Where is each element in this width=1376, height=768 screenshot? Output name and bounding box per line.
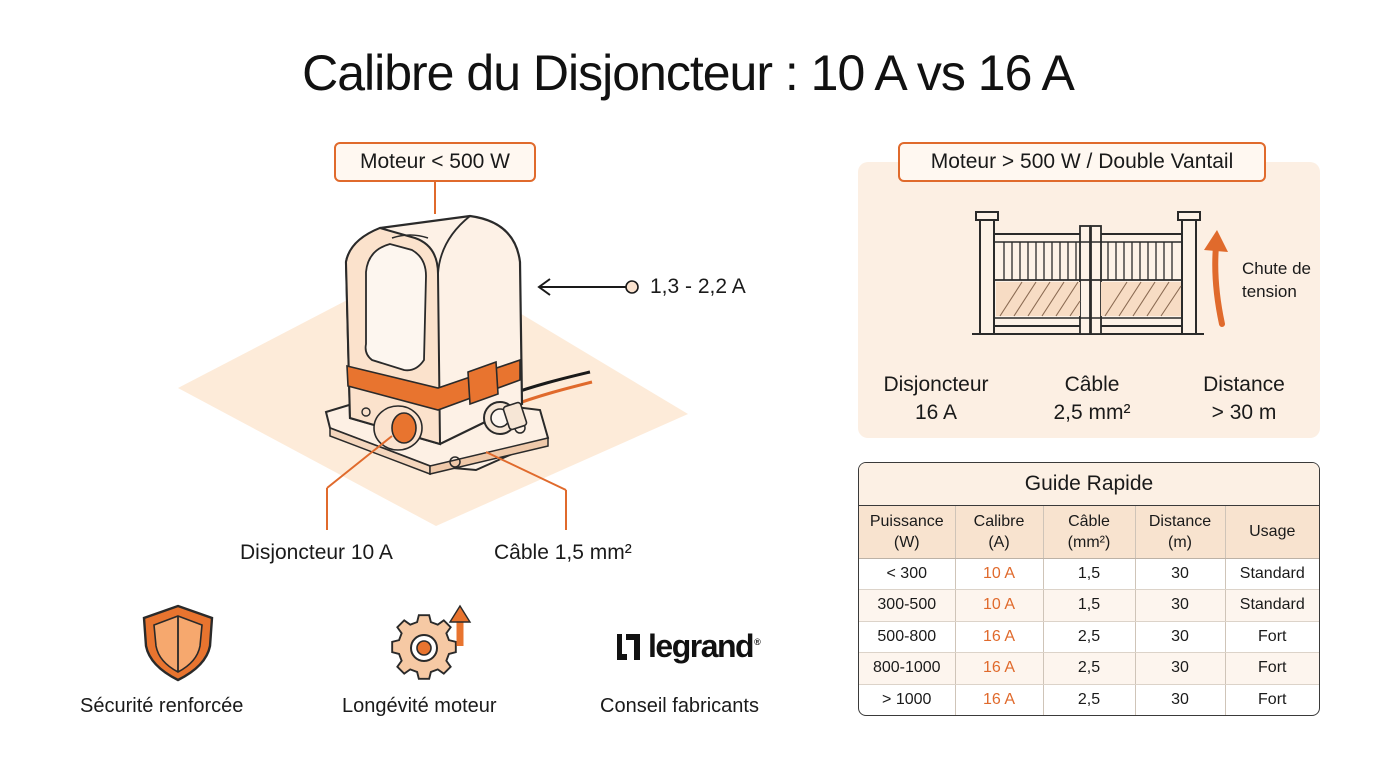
breaker-10a-label: Disjoncteur 10 A: [240, 541, 393, 564]
cell-cable: 1,5: [1043, 558, 1136, 590]
cell-distance: 30: [1135, 621, 1226, 653]
cell-power: > 1000: [859, 684, 956, 715]
cell-cable: 1,5: [1043, 589, 1136, 622]
table-header-row: Puissance(W) Calibre(A) Câble(mm²) Dista…: [859, 506, 1319, 559]
legrand-mark-icon: [617, 633, 640, 660]
legrand-wordmark: legrand®: [648, 628, 761, 664]
cell-power: 500-800: [859, 621, 956, 653]
gear-arrow-icon: [391, 604, 472, 680]
feature-security-label: Sécurité renforcée: [80, 695, 244, 717]
feature-advice-label: Conseil fabricants: [600, 695, 759, 717]
cell-distance: 30: [1135, 652, 1226, 685]
header-distance: Distance(m): [1135, 506, 1226, 559]
cell-power: < 300: [859, 558, 956, 590]
cell-usage: Standard: [1225, 558, 1319, 590]
cell-usage: Fort: [1225, 621, 1319, 653]
cell-distance: 30: [1135, 684, 1226, 715]
voltage-drop-label: Chute de tension: [1242, 259, 1311, 301]
cell-cable: 2,5: [1043, 621, 1136, 653]
motor-small-callout: Moteur < 500 W: [334, 142, 536, 182]
cell-rating: 16 A: [955, 652, 1044, 685]
gate-illustration: [972, 211, 1228, 335]
header-usage: Usage: [1225, 506, 1319, 559]
motor-large-callout: Moteur > 500 W / Double Vantail: [898, 142, 1266, 182]
cell-usage: Fort: [1225, 652, 1319, 685]
cell-power: 300-500: [859, 589, 956, 622]
cell-usage: Standard: [1225, 589, 1319, 622]
table-row: 300-500 10 A 1,5 30 Standard: [859, 589, 1319, 622]
cell-rating: 16 A: [955, 621, 1044, 653]
cell-rating: 16 A: [955, 684, 1044, 715]
header-rating: Calibre(A): [955, 506, 1044, 559]
table-row: > 1000 16 A 2,5 30 Fort: [859, 684, 1319, 715]
cell-usage: Fort: [1258, 691, 1287, 708]
current-range-label: 1,3 - 2,2 A: [650, 275, 746, 298]
spec-distance: Distance> 30 m: [1203, 373, 1285, 424]
table-row: 800-1000 16 A 2,5 30 Fort: [859, 652, 1319, 685]
feature-longevity-label: Longévité moteur: [342, 695, 497, 717]
table-row: 500-800 16 A 2,5 30 Fort: [859, 621, 1319, 653]
cell-distance: 30: [1135, 589, 1226, 622]
legrand-logo: legrand®: [614, 628, 761, 665]
cell-cable: 2,5: [1043, 652, 1136, 685]
cable-1-5-label: Câble 1,5 mm²: [494, 541, 632, 564]
cell-rating: 10 A: [955, 558, 1044, 590]
header-cable: Câble(mm²): [1043, 506, 1136, 559]
quick-guide-table: Guide Rapide Puissance(W) Calibre(A) Câb…: [858, 462, 1320, 716]
cell-cable: 2,5: [1043, 684, 1136, 715]
cell-rating: 10 A: [955, 589, 1044, 622]
cell-power: 800-1000: [859, 652, 956, 685]
guide-title: Guide Rapide: [859, 463, 1319, 506]
cell-distance: 30: [1135, 558, 1226, 590]
shield-icon: [142, 604, 214, 682]
voltage-drop-arrow: [1212, 243, 1225, 327]
page-title: Calibre du Disjoncteur : 10 A vs 16 A: [302, 45, 1075, 101]
table-row: < 300 10 A 1,5 30 Standard: [859, 558, 1319, 590]
header-power: Puissance(W): [859, 506, 956, 559]
